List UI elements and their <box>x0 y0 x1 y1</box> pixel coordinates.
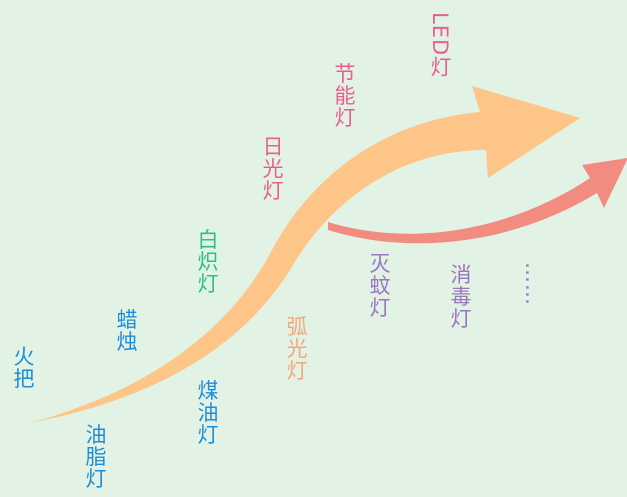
label-fluorescent: 日光灯 <box>262 135 284 203</box>
label-incandescent: 白炽灯 <box>197 228 219 296</box>
label-disinfection-lamp: 消毒灯 <box>450 263 472 331</box>
main-evolution-arrow <box>30 86 580 423</box>
label-energy-saving: 节能灯 <box>334 62 356 130</box>
label-ellipsis: …… <box>521 262 545 306</box>
label-arc-lamp: 弧光灯 <box>286 315 308 383</box>
label-led: LED灯 <box>428 12 452 79</box>
secondary-branch-arrow <box>328 158 627 244</box>
label-torch: 火把 <box>13 345 35 391</box>
label-oil-lamp: 油脂灯 <box>85 423 107 491</box>
label-kerosene-lamp: 煤油灯 <box>197 379 219 447</box>
label-mosquito-lamp: 灭蚊灯 <box>369 252 391 320</box>
label-candle: 蜡烛 <box>116 308 138 354</box>
